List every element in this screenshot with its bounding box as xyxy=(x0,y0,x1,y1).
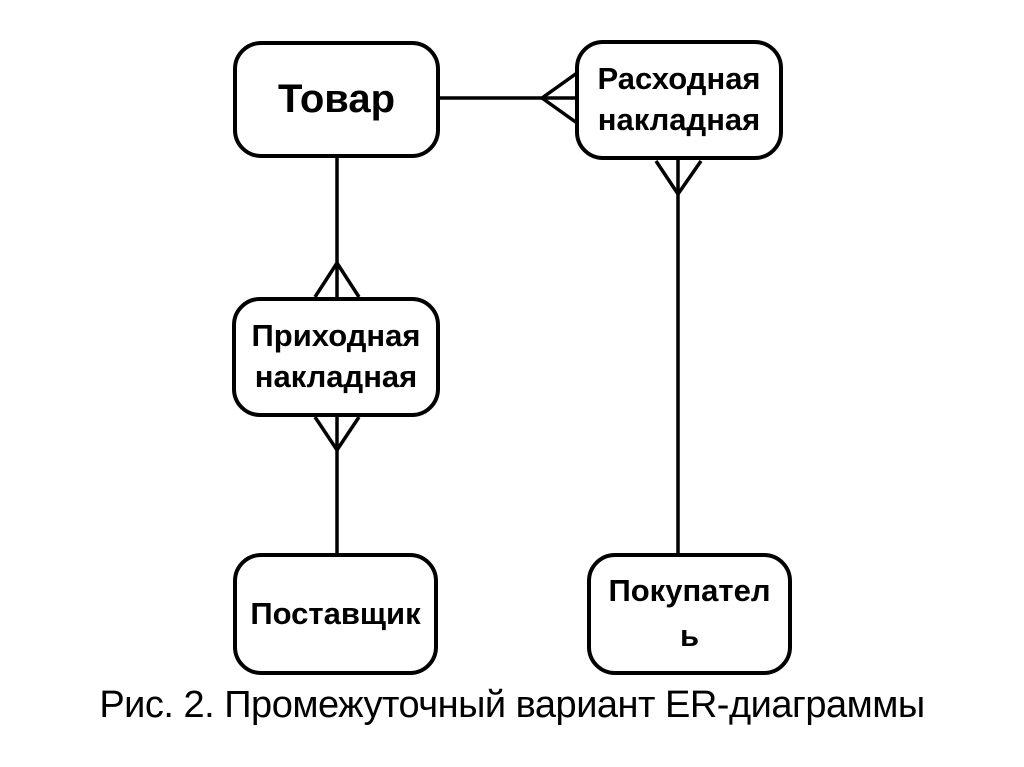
crow-foot-icon xyxy=(313,262,361,298)
crow-foot-icon xyxy=(313,416,361,451)
entity-box-supplier: Поставщик xyxy=(233,553,438,675)
entity-label: Товар xyxy=(277,77,396,122)
entity-box-outgoing-invoice: Расходная накладная xyxy=(575,40,783,160)
connector-product-outgoing-invoice xyxy=(440,71,579,125)
crow-foot-icon xyxy=(540,71,579,125)
entity-label: Покупатель xyxy=(608,573,771,653)
connector-outgoing-invoice-buyer xyxy=(654,159,703,553)
entity-label: Расходная накладная xyxy=(597,61,761,137)
entity-box-buyer: Покупатель xyxy=(587,553,792,675)
entity-label: Приходная накладная xyxy=(251,318,421,394)
connector-incoming-invoice-supplier xyxy=(313,416,361,553)
crow-foot-icon xyxy=(654,159,703,196)
entity-box-incoming-invoice: Приходная накладная xyxy=(232,297,440,417)
figure-caption: Рис. 2. Промежуточный вариант ER-диаграм… xyxy=(99,684,925,726)
entity-label: Поставщик xyxy=(250,595,421,631)
entity-box-product: Товар xyxy=(233,41,440,158)
connector-product-incoming-invoice xyxy=(313,158,361,298)
